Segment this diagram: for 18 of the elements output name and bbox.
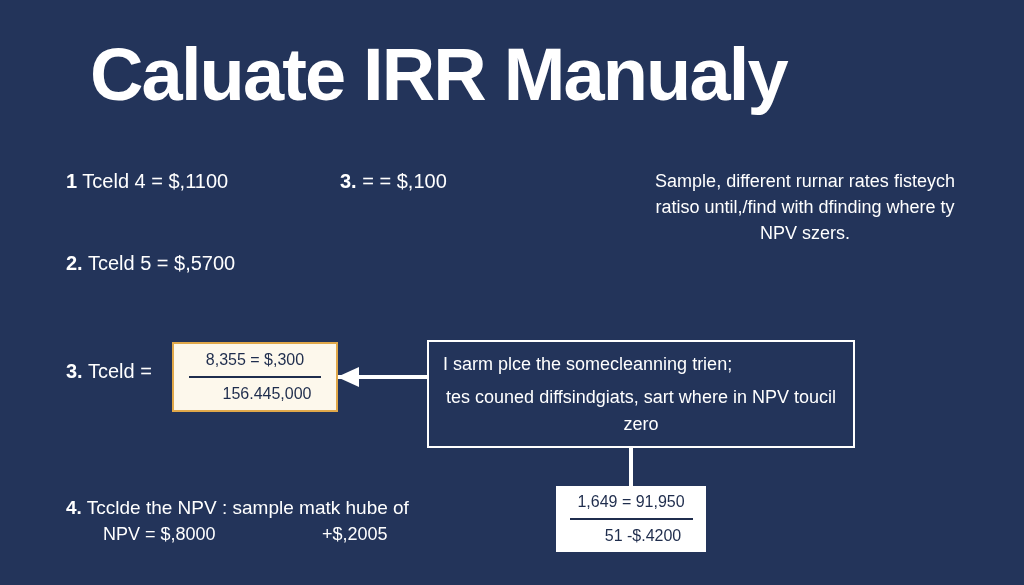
note-text: I sarm plce the somecleanning trien; xyxy=(443,352,734,376)
step-text: 4. Tcclde the NPV : sample matk hube of xyxy=(66,496,409,520)
note-text: Sample, different rurnar rates fisteych ratiso until,/find with dfinding where ty NPV szers. xyxy=(654,170,956,246)
formula-box xyxy=(172,342,338,412)
step-text: NPV = $,8000 xyxy=(103,523,216,546)
step-text: 2. Tceld 5 = $,5700 xyxy=(66,251,236,276)
step-text: +$,2005 xyxy=(322,523,388,546)
note-box xyxy=(427,340,855,448)
note-text: tes couned diffsindgiats, sart where in NPV toucil zero xyxy=(445,385,837,436)
numerator: 1,649 = 91,950 xyxy=(577,492,685,512)
numerator: 8,355 = $,300 xyxy=(205,350,305,370)
denominator: 156.445,000 xyxy=(221,384,312,404)
step-text: 1 Tceld 4 = $,1100 xyxy=(66,169,229,194)
step-text: 3. = = $,100 xyxy=(340,169,447,194)
formula-box xyxy=(556,486,706,552)
denominator: 51 -$.4200 xyxy=(603,526,682,546)
step-text: 3. Tceld = xyxy=(66,359,152,384)
connector-line xyxy=(629,446,633,488)
